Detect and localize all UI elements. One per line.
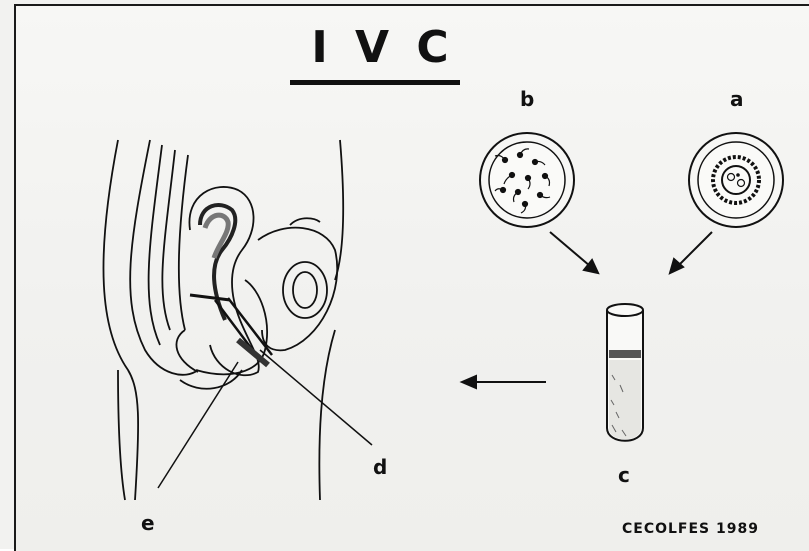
test-tube	[607, 304, 643, 441]
pointer-line-e	[158, 362, 238, 488]
pointer-line-d	[260, 350, 372, 445]
arrow-a-to-tube	[670, 232, 712, 273]
label-c: c	[618, 463, 630, 487]
title: I V C	[311, 22, 454, 73]
label-a: a	[730, 87, 744, 111]
credit-text: CECOLFES 1989	[622, 521, 759, 537]
uterus-anatomy-illustration	[103, 140, 343, 500]
label-d: d	[373, 455, 387, 479]
arrow-b-to-tube	[550, 232, 598, 273]
oocyte-circle	[689, 133, 783, 227]
arrow-tube-to-uterus	[462, 376, 546, 388]
sperm-sample-circle	[480, 133, 574, 227]
title-underline	[290, 80, 460, 85]
label-b: b	[520, 87, 534, 111]
label-e: e	[141, 511, 155, 535]
